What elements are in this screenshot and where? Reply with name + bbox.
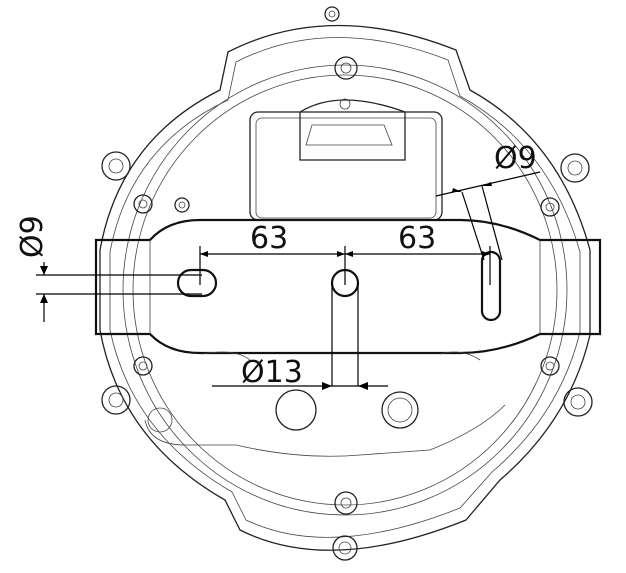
screw-top [324,6,358,80]
lower-inner-contour [144,404,506,457]
mounting-bracket [94,218,602,361]
top-module [249,98,443,221]
slot-left [176,268,218,298]
cable-gland-right [381,391,419,429]
dimension-label-spacing-right: 63 [398,221,436,256]
small-gear-icon [174,197,190,213]
screw-right-lower [540,356,593,417]
screw-bottom [332,491,358,561]
housing-outline [99,24,591,551]
dimension-slot-left: Ø9 [15,215,202,322]
dimension-label-center-hole: Ø13 [241,355,303,390]
cable-gland-left [275,389,317,431]
slot-right [480,250,502,322]
screw-right-upper [540,153,590,217]
screw-left-lower [101,356,153,415]
dimension-label-spacing-left: 63 [250,221,288,256]
dimension-slot-right: Ø9 [435,141,541,261]
dimension-label-slot-left: Ø9 [15,215,50,258]
dimension-center-hole: Ø13 [212,283,388,390]
screw-left-upper [101,151,153,214]
dimension-label-slot-right: Ø9 [494,141,537,176]
dimension-spacing: 63 63 [199,221,491,285]
